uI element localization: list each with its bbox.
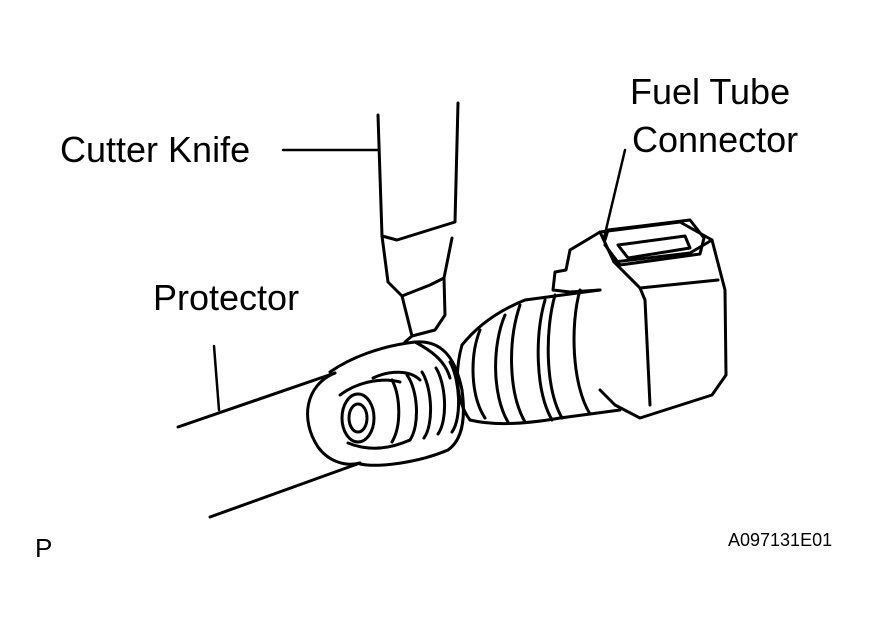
protector-sleeve bbox=[328, 340, 465, 467]
leader-fuel-tube-connector bbox=[602, 148, 627, 240]
label-protector: Protector bbox=[153, 277, 300, 318]
fuel-tube bbox=[176, 371, 362, 519]
leader-lines bbox=[212, 148, 627, 412]
cutter-knife bbox=[376, 101, 460, 344]
label-fuel-tube: Fuel Tube bbox=[630, 71, 791, 112]
connector-nipple bbox=[371, 360, 461, 444]
fuel-tube-connector-body bbox=[456, 218, 728, 425]
label-connector: Connector bbox=[632, 119, 799, 160]
label-cutter-knife: Cutter Knife bbox=[60, 129, 251, 170]
figure-code: A097131E01 bbox=[728, 530, 833, 550]
leader-protector bbox=[212, 344, 221, 412]
tube-end bbox=[338, 378, 412, 450]
corner-mark: P bbox=[35, 533, 53, 563]
